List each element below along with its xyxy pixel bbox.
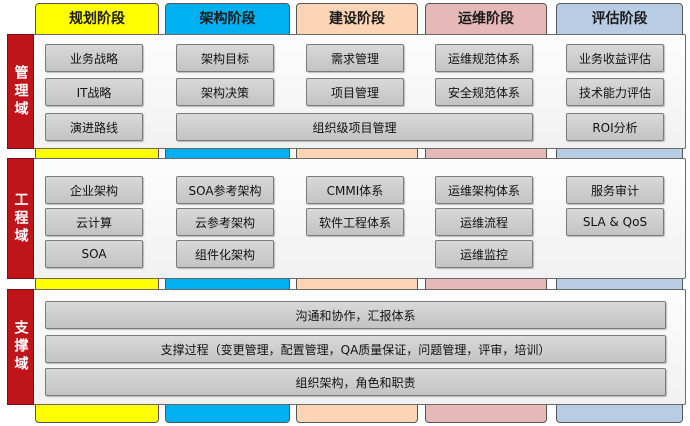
mgmt-operations-item: 运维规范体系: [435, 44, 533, 72]
domain-label-engineering: 工程域: [7, 158, 34, 279]
mgmt-planning-item: 业务战略: [45, 44, 143, 72]
eng-architecture-item: SOA参考架构: [176, 176, 274, 204]
domain-label-management: 管理域: [7, 34, 34, 149]
eng-construction-item: CMMI体系: [306, 176, 404, 204]
eng-construction-item: 软件工程体系: [306, 208, 404, 236]
eng-architecture-item: 云参考架构: [176, 208, 274, 236]
eng-operations-item: 运维流程: [435, 208, 533, 236]
eng-architecture-item: 组件化架构: [176, 240, 274, 268]
phase-title-construction: 建设阶段: [329, 11, 385, 27]
eng-evaluation-item: SLA & QoS: [566, 208, 664, 236]
support-process-box: 支撑过程（变更管理，配置管理，QA质量保证，问题管理，评审，培训）: [45, 335, 666, 363]
support-communication-box: 沟通和协作，汇报体系: [45, 301, 666, 329]
mgmt-planning-item: IT战略: [45, 78, 143, 106]
eng-planning-item: SOA: [45, 240, 143, 268]
eng-planning-item: 企业架构: [45, 176, 143, 204]
eng-operations-item: 运维监控: [435, 240, 533, 268]
mgmt-operations-item: 安全规范体系: [435, 78, 533, 106]
eng-operations-item: 运维架构体系: [435, 176, 533, 204]
eng-planning-item: 云计算: [45, 208, 143, 236]
phase-title-architecture: 架构阶段: [199, 11, 256, 27]
eng-evaluation-item: 服务审计: [566, 176, 664, 204]
mgmt-construction-item: 需求管理: [306, 44, 404, 72]
org-project-management-box: 组织级项目管理: [176, 113, 533, 141]
mgmt-evaluation-item: 业务收益评估: [566, 44, 664, 72]
mgmt-architecture-item: 架构目标: [176, 44, 274, 72]
mgmt-planning-item: 演进路线: [45, 113, 143, 141]
phase-title-planning: 规划阶段: [69, 11, 125, 27]
domain-label-support: 支撑域: [7, 289, 34, 405]
mgmt-evaluation-item: ROI分析: [566, 113, 664, 141]
mgmt-evaluation-item: 技术能力评估: [566, 78, 664, 106]
mgmt-architecture-item: 架构决策: [176, 78, 274, 106]
phase-title-evaluation: 评估阶段: [591, 11, 648, 27]
mgmt-construction-item: 项目管理: [306, 78, 404, 106]
phase-title-operations: 运维阶段: [458, 11, 514, 27]
support-organization-box: 组织架构，角色和职责: [45, 368, 666, 396]
